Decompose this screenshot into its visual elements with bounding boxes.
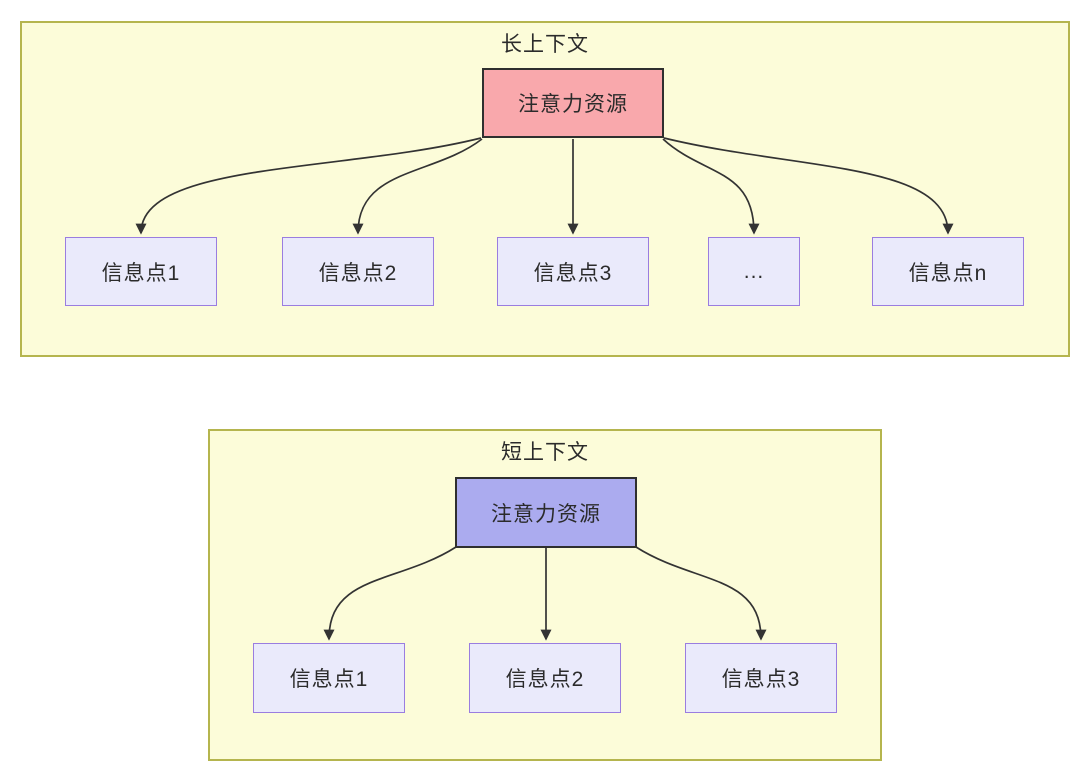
info-node-long-2: 信息点2	[282, 237, 434, 306]
info-node-long-ellipsis: ...	[708, 237, 800, 306]
info-node-short-1: 信息点1	[253, 643, 405, 713]
info-node-long-1: 信息点1	[65, 237, 217, 306]
info-node-short-3: 信息点3	[685, 643, 837, 713]
group-title-short-context: 短上下文	[501, 441, 589, 464]
attention-resource-node-long: 注意力资源	[482, 68, 664, 138]
group-title-long-context: 长上下文	[501, 33, 589, 56]
attention-resource-node-short: 注意力资源	[455, 477, 637, 548]
info-node-long-3: 信息点3	[497, 237, 649, 306]
info-node-long-n: 信息点n	[872, 237, 1024, 306]
info-node-short-2: 信息点2	[469, 643, 621, 713]
